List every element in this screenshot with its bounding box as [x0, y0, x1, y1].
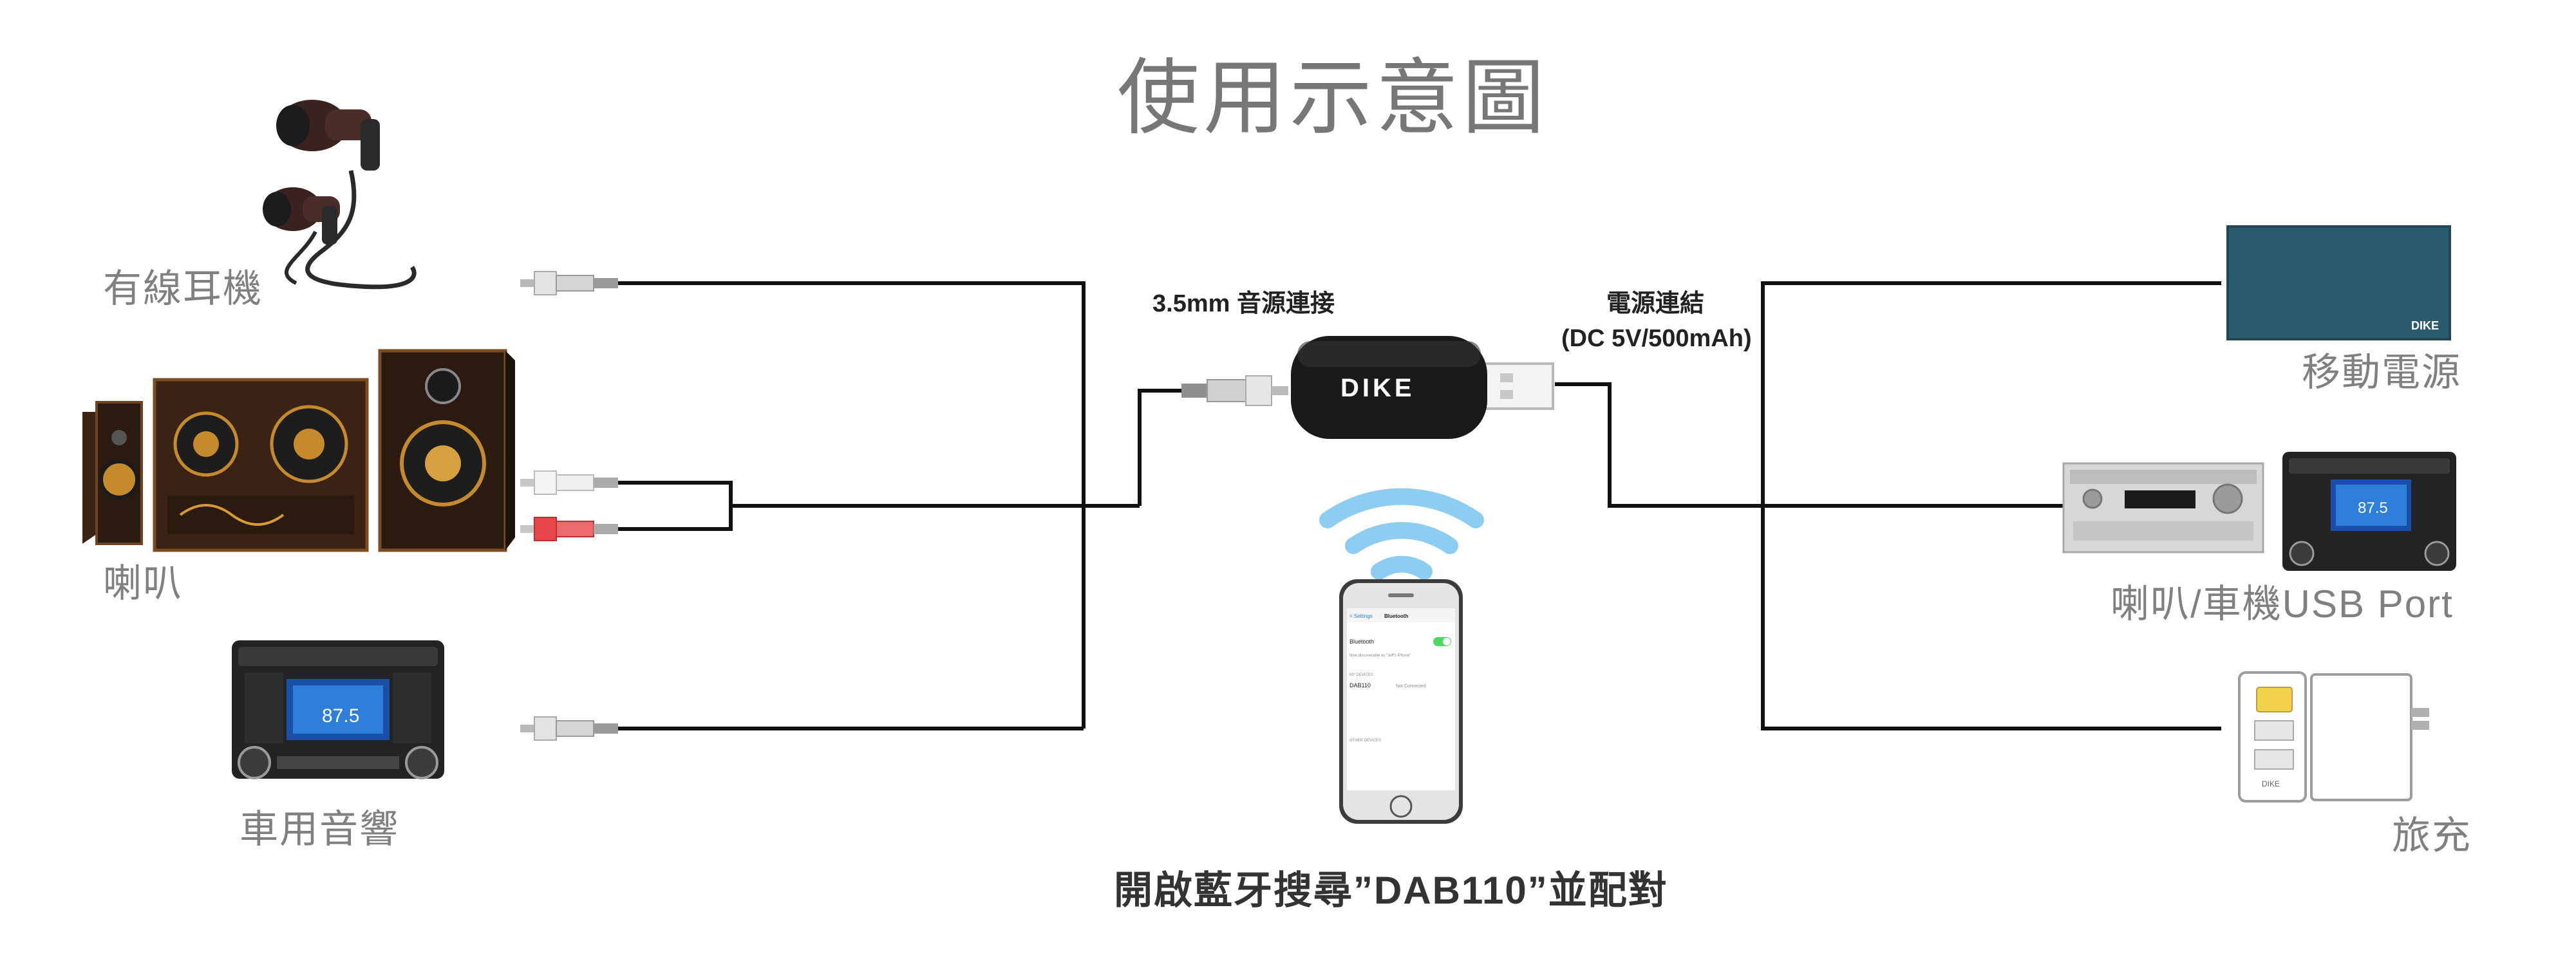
phone-device-name: DAB110: [1349, 682, 1371, 689]
bluetooth-dongle-icon: DIKE: [1291, 336, 1553, 439]
phone-header: Bluetooth: [1384, 613, 1408, 619]
audio-connection-label: 3.5mm 音源連接: [1152, 283, 1335, 319]
phone-discoverable: Now discoverable as "Jeff's iPhone": [1349, 654, 1411, 658]
left-connection-lines: [618, 283, 1181, 729]
wireless-signal-icon: [1328, 497, 1476, 571]
travel-charger-icon: DIKE: [2239, 673, 2429, 801]
speaker-rca-plug-white-icon: [520, 471, 618, 494]
speakers-icon: [82, 351, 515, 550]
phone-device-status: Not Connected: [1396, 684, 1426, 689]
dongle-aux-plug-icon: [1181, 376, 1288, 405]
phone-my-devices-header: MY DEVICES: [1349, 673, 1373, 677]
charger-brand-text: DIKE: [2262, 779, 2280, 788]
power-bank-brand-text: DIKE: [2411, 319, 2439, 332]
power-spec-label: (DC 5V/500mAh): [1561, 325, 1752, 353]
label-earphones: 有線耳機: [103, 257, 263, 313]
label-power-bank: 移動電源: [2302, 341, 2461, 397]
amplifier-and-car-unit-icon: 87.5: [2064, 452, 2456, 571]
label-speakers: 喇叭: [103, 552, 183, 608]
phone-bt-toggle-label: Bluetooth: [1349, 638, 1374, 645]
pairing-instruction: 開啟藍牙搜尋”DAB110”並配對: [1114, 859, 1668, 915]
phone-back-link: < Settings: [1349, 613, 1373, 619]
amp-display-freq: 87.5: [2358, 499, 2388, 517]
speaker-rca-plug-red-icon: [520, 517, 618, 541]
dongle-brand-text: DIKE: [1340, 374, 1415, 402]
label-car-stereo: 車用音響: [240, 798, 399, 854]
car-stereo-icon: 87.5: [232, 640, 444, 779]
label-speaker-usb-port: 喇叭/車機USB Port: [2111, 573, 2454, 629]
earphones-icon: [263, 100, 414, 287]
car-stereo-display-freq: 87.5: [322, 705, 359, 727]
phone-other-devices-header: OTHER DEVICES: [1349, 739, 1381, 743]
earphone-aux-plug-icon: [520, 272, 618, 295]
label-travel-charger: 旅充: [2392, 804, 2472, 860]
car-stereo-aux-plug-icon: [520, 717, 618, 740]
smartphone-icon: < Settings Bluetooth Bluetooth Now disco…: [1339, 579, 1463, 824]
power-bank-icon: DIKE: [2228, 227, 2450, 339]
power-connection-label: 電源連結: [1606, 283, 1704, 319]
